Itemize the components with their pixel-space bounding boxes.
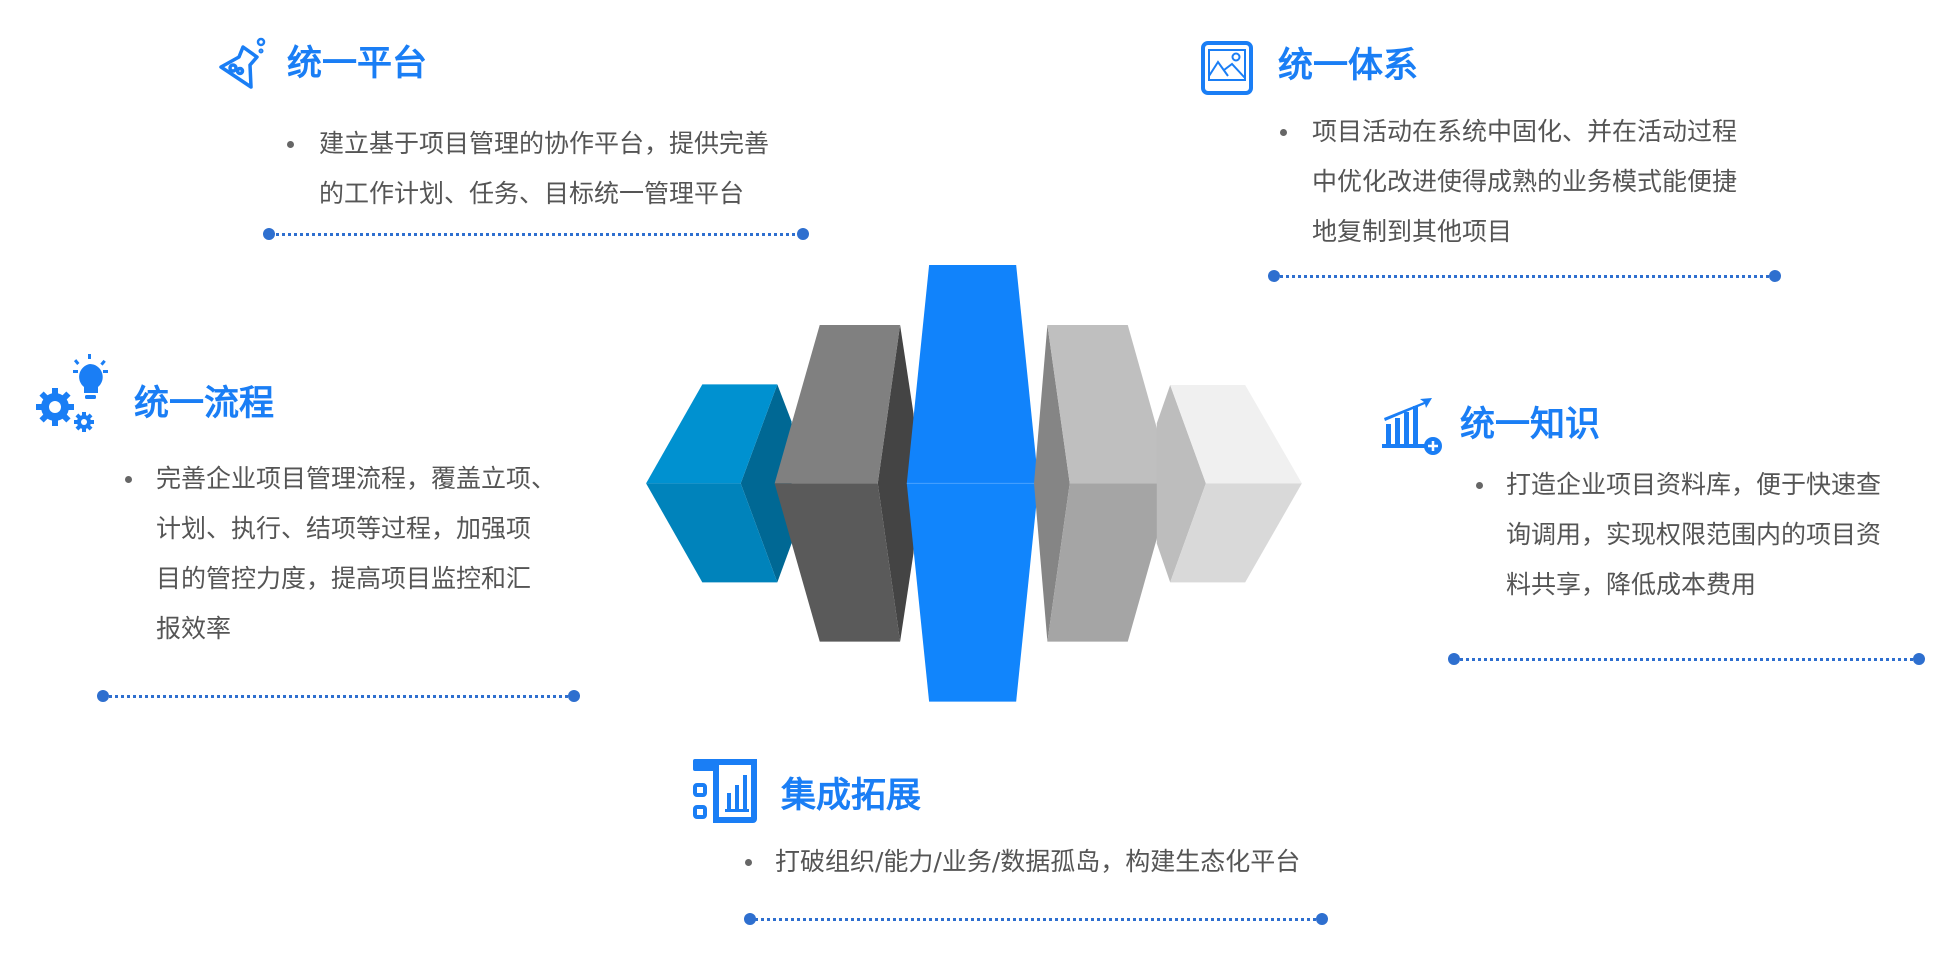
text-line: 的工作计划、任务、目标统一管理平台	[319, 179, 745, 208]
image-icon	[1201, 41, 1253, 95]
text-line: 打造企业项目资料库，便于快速查	[1506, 470, 1882, 499]
section-title: 统一流程	[134, 384, 275, 424]
bullet	[1280, 129, 1287, 136]
bar-chart-plus-icon	[1382, 398, 1442, 455]
section-title: 集成拓展	[781, 776, 922, 816]
bullet	[745, 859, 752, 866]
section-text: 建立基于项目管理的协作平台，提供完善 的工作计划、任务、目标统一管理平台	[319, 119, 769, 219]
section-title: 统一平台	[287, 44, 428, 84]
block-blue-left	[646, 384, 792, 583]
bullet	[125, 476, 132, 483]
text-line: 报效率	[156, 614, 232, 643]
block-dark-gray	[774, 325, 914, 642]
text-line: 建立基于项目管理的协作平台，提供完善	[319, 129, 770, 158]
text-line: 打破组织/能力/业务/数据孤岛，构建生态化平台	[775, 847, 1301, 876]
section-text: 完善企业项目管理流程，覆盖立项、 计划、执行、结项等过程，加强项 目的管控力度，…	[156, 454, 556, 654]
bullet	[1476, 482, 1483, 489]
dotted-divider	[744, 913, 1328, 925]
bullet	[287, 141, 294, 148]
text-line: 完善企业项目管理流程，覆盖立项、	[156, 464, 557, 493]
text-line: 地复制到其他项目	[1312, 217, 1513, 246]
section-title: 统一体系	[1278, 46, 1419, 86]
dotted-divider	[263, 228, 809, 240]
section-text: 打破组织/能力/业务/数据孤岛，构建生态化平台	[775, 837, 1300, 887]
gears-bulb-icon	[36, 354, 108, 432]
text-line: 中优化改进使得成熟的业务模式能便捷	[1312, 167, 1738, 196]
dotted-divider	[97, 690, 580, 702]
text-line: 目的管控力度，提高项目监控和汇	[156, 564, 532, 593]
text-line: 询调用，实现权限范围内的项目资	[1506, 520, 1882, 549]
dashboard-chart-icon	[693, 759, 757, 823]
block-whitish-right	[1156, 385, 1302, 583]
section-text: 项目活动在系统中固化、并在活动过程 中优化改进使得成熟的业务模式能便捷 地复制到…	[1312, 107, 1737, 257]
text-line: 料共享，降低成本费用	[1506, 570, 1757, 599]
dotted-divider	[1268, 270, 1781, 282]
block-light-gray	[1034, 325, 1173, 642]
dotted-divider	[1448, 653, 1925, 665]
text-line: 计划、执行、结项等过程，加强项	[156, 514, 532, 543]
section-title: 统一知识	[1460, 405, 1601, 445]
flask-icon	[219, 37, 266, 89]
center-3d-blocks-graphic	[646, 265, 1302, 702]
text-line: 项目活动在系统中固化、并在活动过程	[1312, 117, 1738, 146]
block-center-blue	[906, 265, 1039, 702]
section-text: 打造企业项目资料库，便于快速查 询调用，实现权限范围内的项目资 料共享，降低成本…	[1506, 460, 1881, 610]
